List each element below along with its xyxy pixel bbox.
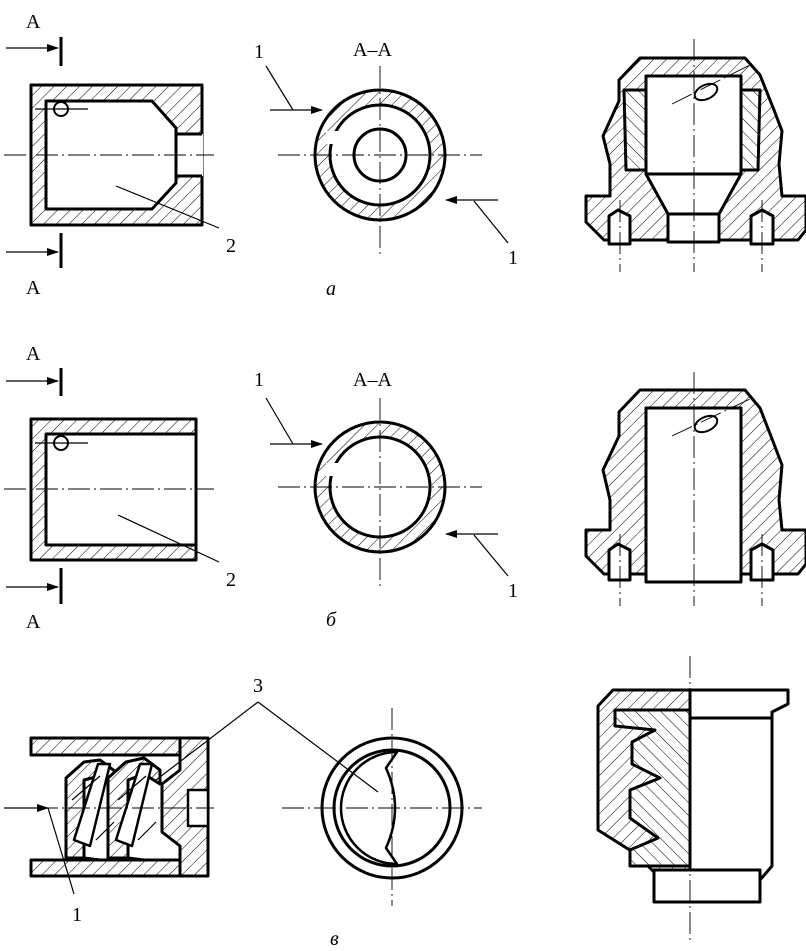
callout-2: 2 (226, 235, 236, 257)
callout-1: 1 (72, 904, 82, 926)
caption-a: а (326, 278, 336, 300)
body-section-view: 2 (4, 417, 236, 591)
end-view: 3 в (155, 675, 482, 950)
cut-label-bottom: А (26, 277, 41, 299)
section-a-a: А–А 1 1 б (254, 369, 518, 631)
caption-c: в (330, 928, 339, 950)
callout-1-left: 1 (254, 369, 264, 391)
body-thread-view: 1 (4, 736, 214, 926)
cut-label-top: А (26, 11, 41, 33)
mold-view-b (584, 372, 806, 606)
cut-label-bottom: А (26, 611, 41, 633)
callout-3: 3 (253, 675, 263, 697)
callout-1-left: 1 (254, 41, 264, 63)
caption-b: б (326, 609, 337, 631)
body-section-view: 2 (4, 83, 236, 257)
row-c: 1 3 в (4, 656, 790, 950)
section-label: А–А (353, 39, 392, 61)
mold-view-c (596, 656, 790, 942)
cut-label-top: А (26, 343, 41, 365)
callout-1-right: 1 (508, 247, 518, 269)
row-b: А А 2 А–А 1 1 б (4, 343, 806, 633)
thread-coils (64, 756, 162, 862)
cutting-plane-b: А А (6, 343, 63, 633)
row-a: А А 2 А–А 1 (4, 11, 806, 300)
callout-2: 2 (226, 569, 236, 591)
section-label: А–А (353, 369, 392, 391)
section-a-a: А–А 1 1 а (254, 39, 518, 300)
cutting-plane-a: А А (6, 11, 63, 299)
callout-1-right: 1 (508, 580, 518, 602)
mold-view-a (584, 39, 806, 272)
